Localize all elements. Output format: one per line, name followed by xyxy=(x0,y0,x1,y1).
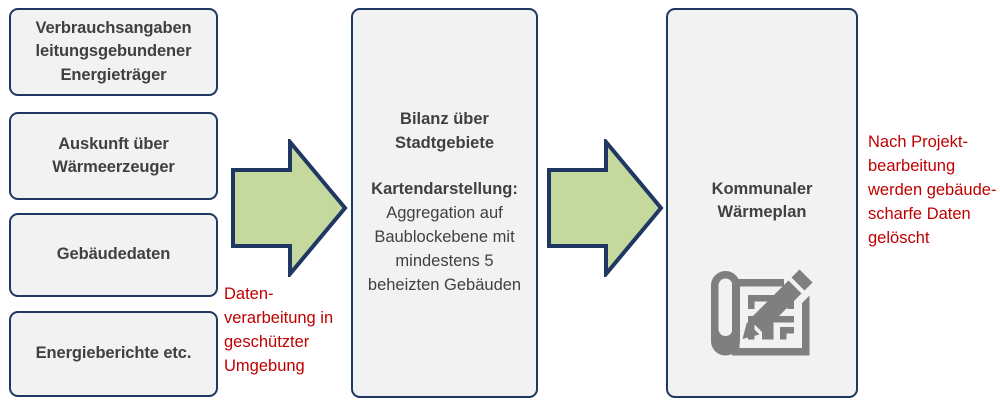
source-box-heat-generator-info: Auskunft über Wärmeerzeuger xyxy=(9,112,218,200)
note-data-deletion: Nach Projekt-bearbeitung werden gebäude-… xyxy=(868,133,997,247)
source-box-consumption-data: Verbrauchsangaben leitungsgebundener Ene… xyxy=(9,8,218,96)
output-box-municipal-heat-plan: Kommunaler Wärmeplan xyxy=(666,8,858,398)
source-box-label: Auskunft über Wärmeerzeuger xyxy=(52,134,175,176)
source-box-energy-reports: Energieberichte etc. xyxy=(9,311,218,397)
note-secure-processing: Daten-verarbeitung in geschützter Umgebu… xyxy=(224,285,334,375)
center-box-sub-heading: Kartendarstellung: xyxy=(371,180,518,199)
arrow-center-to-output-icon xyxy=(547,139,664,277)
center-box-subsection: Kartendarstellung: Aggregation auf Baubl… xyxy=(353,178,536,298)
source-box-label: Energieberichte etc. xyxy=(35,344,192,363)
blueprint-pencil-icon xyxy=(711,269,813,356)
source-box-label: Gebäudedaten xyxy=(56,245,171,264)
center-box-balance-and-map: Bilanz über Stadtgebiete Kartendarstellu… xyxy=(351,8,538,398)
source-box-label: Verbrauchsangaben leitungsgebundener Ene… xyxy=(35,18,192,84)
center-box-title: Bilanz über Stadtgebiete xyxy=(394,110,495,153)
output-box-title: Kommunaler Wärmeplan xyxy=(711,180,813,222)
center-box-sub-body: Aggregation auf Baublockebene mit mindes… xyxy=(367,204,522,294)
arrow-sources-to-center-icon xyxy=(231,139,348,277)
source-box-building-data: Gebäudedaten xyxy=(9,213,218,297)
